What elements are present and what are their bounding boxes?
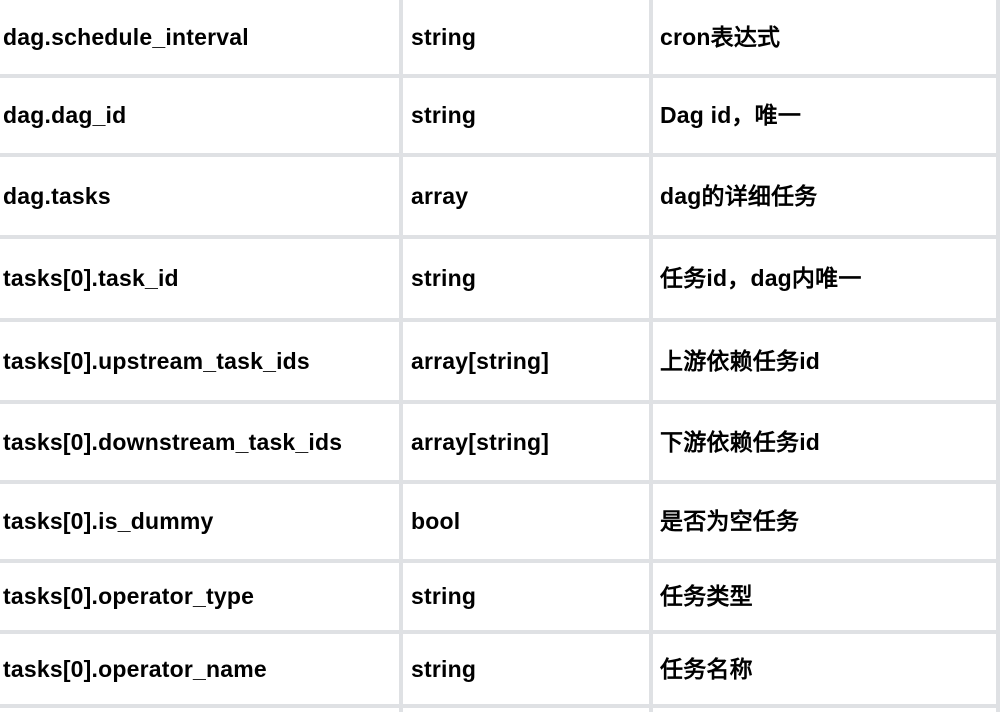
table-row: dag.schedule_interval string cron表达式 <box>0 0 1000 78</box>
type-cell: bool <box>403 484 653 563</box>
type-cell: array[string] <box>403 322 653 404</box>
field-cell: dag.dag_id <box>0 78 403 157</box>
table-row-partial <box>0 708 1000 712</box>
type-cell: array <box>403 157 653 239</box>
description-cell: 是否为空任务 <box>653 484 1000 563</box>
description-cell: cron表达式 <box>653 0 1000 78</box>
field-cell: tasks[0].downstream_task_ids <box>0 404 403 484</box>
type-cell <box>403 708 653 712</box>
table-row: dag.tasks array dag的详细任务 <box>0 157 1000 239</box>
description-cell: dag的详细任务 <box>653 157 1000 239</box>
table-row: dag.dag_id string Dag id，唯一 <box>0 78 1000 157</box>
table-row: tasks[0].operator_name string 任务名称 <box>0 634 1000 708</box>
field-cell: dag.tasks <box>0 157 403 239</box>
table-row: tasks[0].task_id string 任务id，dag内唯一 <box>0 239 1000 322</box>
type-cell: string <box>403 239 653 322</box>
field-cell <box>0 708 403 712</box>
type-cell: string <box>403 78 653 157</box>
field-cell: tasks[0].operator_name <box>0 634 403 708</box>
description-cell: Dag id，唯一 <box>653 78 1000 157</box>
table-row: tasks[0].upstream_task_ids array[string]… <box>0 322 1000 404</box>
description-cell: 任务名称 <box>653 634 1000 708</box>
type-cell: string <box>403 563 653 634</box>
field-cell: tasks[0].task_id <box>0 239 403 322</box>
field-cell: tasks[0].upstream_task_ids <box>0 322 403 404</box>
field-cell: dag.schedule_interval <box>0 0 403 78</box>
table-row: tasks[0].operator_type string 任务类型 <box>0 563 1000 634</box>
description-cell: 上游依赖任务id <box>653 322 1000 404</box>
table-row: tasks[0].downstream_task_ids array[strin… <box>0 404 1000 484</box>
table-row: tasks[0].is_dummy bool 是否为空任务 <box>0 484 1000 563</box>
type-cell: string <box>403 634 653 708</box>
description-cell: 任务id，dag内唯一 <box>653 239 1000 322</box>
field-cell: tasks[0].is_dummy <box>0 484 403 563</box>
type-cell: array[string] <box>403 404 653 484</box>
field-cell: tasks[0].operator_type <box>0 563 403 634</box>
description-cell: 下游依赖任务id <box>653 404 1000 484</box>
type-cell: string <box>403 0 653 78</box>
description-cell: 任务类型 <box>653 563 1000 634</box>
description-cell <box>653 708 1000 712</box>
